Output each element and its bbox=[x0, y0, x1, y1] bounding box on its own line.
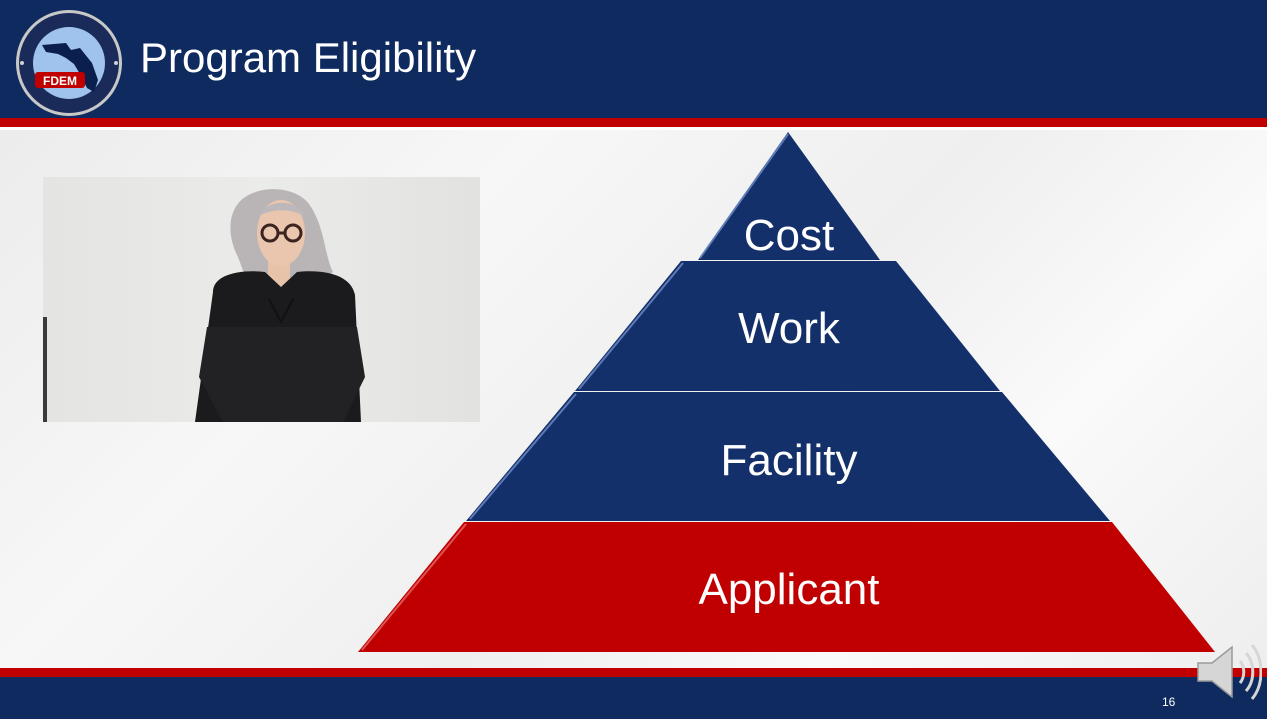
pyramid-label-cost: Cost bbox=[744, 211, 834, 260]
pyramid-level-facility bbox=[466, 392, 1110, 521]
pyramid-label-facility: Facility bbox=[721, 436, 858, 485]
title-bar bbox=[0, 0, 1267, 118]
header-white-stripe bbox=[0, 127, 1267, 130]
pyramid-level-applicant bbox=[358, 522, 1215, 652]
pyramid-label-work: Work bbox=[738, 304, 841, 353]
presenter-video[interactable] bbox=[43, 177, 480, 422]
slide-title: Program Eligibility bbox=[140, 34, 477, 81]
pyramid-label-applicant: Applicant bbox=[698, 565, 879, 614]
speaker-icon[interactable] bbox=[1196, 641, 1262, 703]
page-number: 16 bbox=[1162, 695, 1176, 709]
header-red-stripe bbox=[0, 118, 1267, 127]
pyramid-level-work bbox=[575, 261, 1000, 391]
fdem-seal-icon: FDEM bbox=[16, 10, 122, 116]
pyramid-level-cost bbox=[698, 132, 880, 260]
footer-red-stripe bbox=[0, 668, 1267, 677]
logo-text: FDEM bbox=[43, 74, 77, 88]
footer-bar bbox=[0, 677, 1267, 719]
